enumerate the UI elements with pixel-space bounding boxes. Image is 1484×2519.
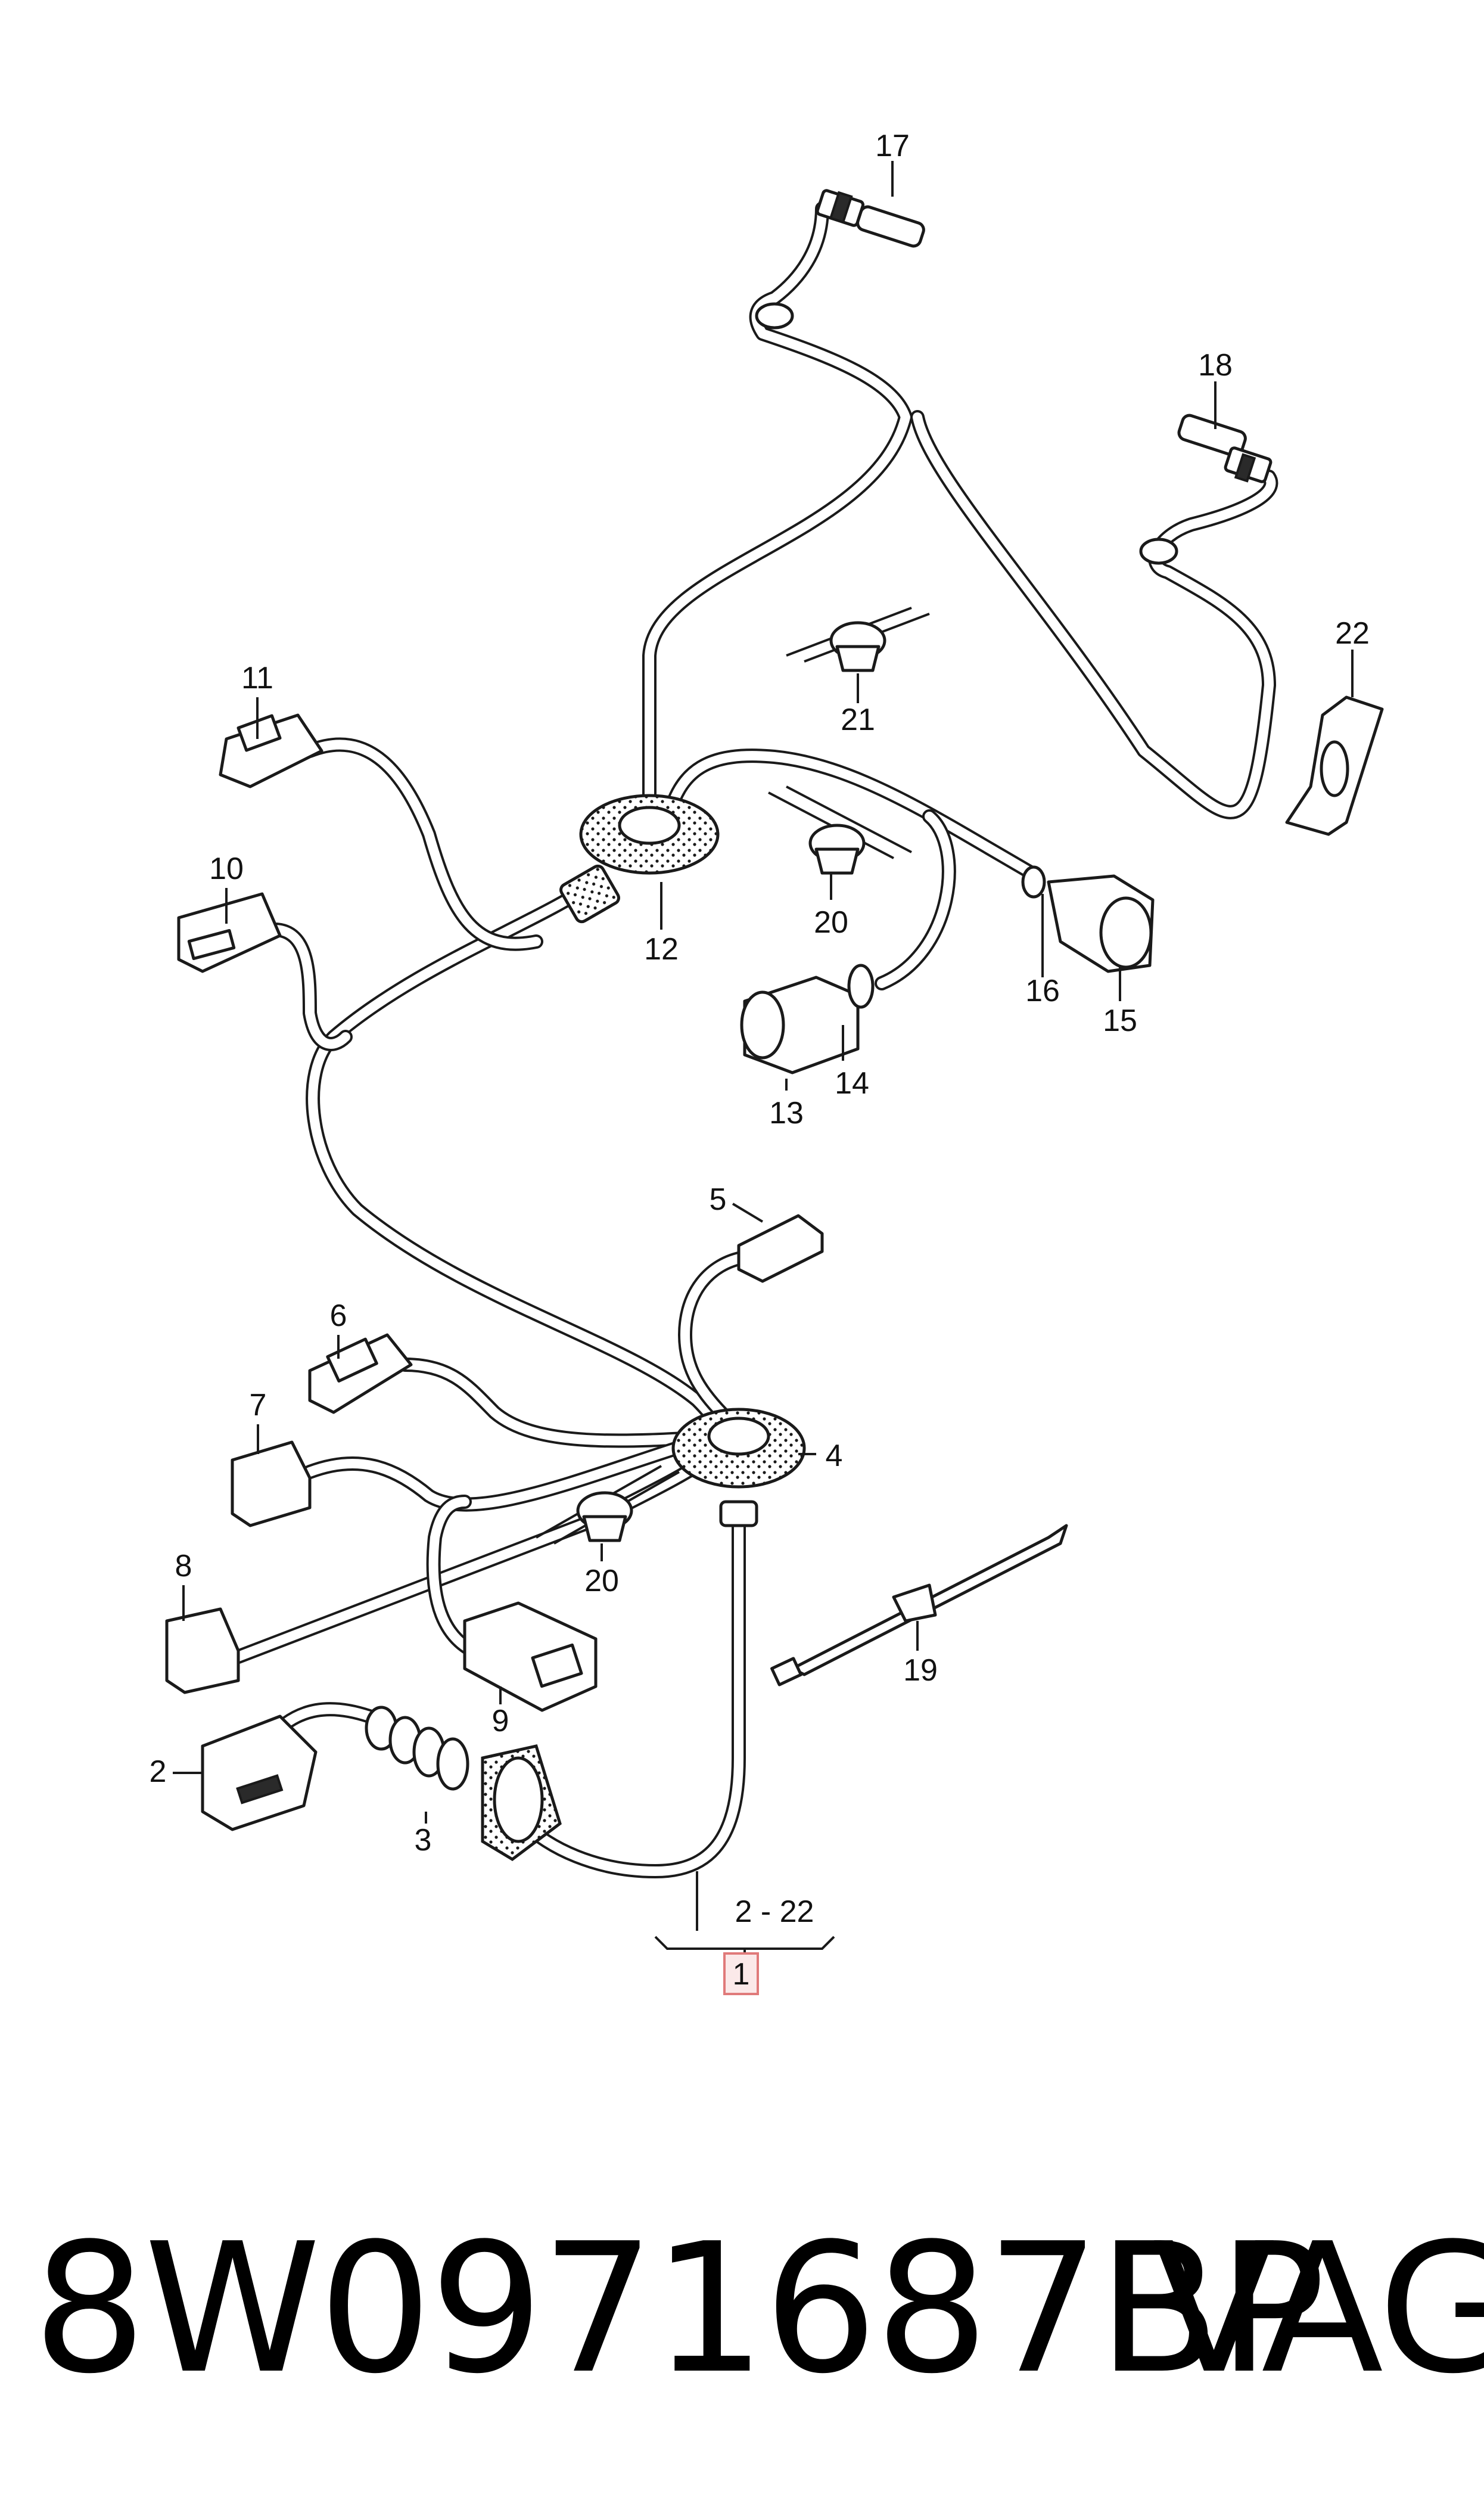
clip-20-lower-icon xyxy=(536,1465,680,1545)
connector-13-14-icon xyxy=(740,964,875,1074)
clip-21-icon xyxy=(786,607,930,672)
callout-14: 14 xyxy=(835,1066,869,1101)
connector-7-icon xyxy=(231,1440,312,1527)
callout-13: 13 xyxy=(769,1096,804,1130)
grommet-4-icon xyxy=(671,1408,806,1527)
connector-9-icon xyxy=(463,1601,598,1712)
boot-3-icon xyxy=(365,1706,562,1862)
connector-8-icon xyxy=(165,1607,240,1694)
callout-7: 7 xyxy=(250,1388,267,1422)
connector-11-icon xyxy=(219,713,323,788)
callout-10: 10 xyxy=(209,852,244,886)
connector-15-16-icon xyxy=(1021,865,1155,973)
callout-16: 16 xyxy=(1025,974,1060,1008)
sensor-18-icon xyxy=(1139,414,1273,565)
connector-10-icon xyxy=(177,892,282,973)
callout-6: 6 xyxy=(330,1299,347,1333)
callout-9: 9 xyxy=(492,1704,509,1738)
callout-15: 15 xyxy=(1103,1004,1137,1038)
callout-4: 4 xyxy=(826,1439,843,1473)
connector-5-icon xyxy=(737,1214,824,1283)
callout-5: 5 xyxy=(710,1182,727,1217)
callout-labels: 17 18 22 21 11 10 12 20 16 15 14 13 5 6 … xyxy=(150,129,1370,1995)
callout-20-lower: 20 xyxy=(584,1564,619,1598)
grommet-12-icon xyxy=(559,794,720,924)
sensor-17-icon xyxy=(755,189,925,330)
callout-12: 12 xyxy=(644,932,679,967)
callout-8: 8 xyxy=(175,1549,192,1583)
connector-2-icon xyxy=(201,1714,318,1831)
callout-3: 3 xyxy=(415,1823,432,1858)
part-number: 8W0971687BP xyxy=(33,2205,1326,2413)
clip-20-upper-icon xyxy=(768,785,912,875)
cable-tie-19-icon xyxy=(770,1524,1068,1686)
callout-20-upper: 20 xyxy=(814,905,848,940)
callout-11: 11 xyxy=(241,661,273,695)
callout-range: 2 - 22 xyxy=(735,1894,814,1929)
callout-19: 19 xyxy=(903,1653,938,1688)
callout-18: 18 xyxy=(1198,348,1233,383)
callout-21: 21 xyxy=(841,703,875,737)
connector-6-icon xyxy=(308,1333,413,1414)
callout-1: 1 xyxy=(733,1957,750,1992)
brand-name: VAG xyxy=(1153,2205,1484,2413)
leader-lines xyxy=(173,161,1354,1967)
callout-17: 17 xyxy=(875,129,910,163)
callout-2: 2 xyxy=(150,1754,167,1789)
main-item-highlight-box xyxy=(723,1952,759,1995)
callout-22: 22 xyxy=(1335,616,1370,651)
bracket-22-icon xyxy=(1285,695,1384,836)
